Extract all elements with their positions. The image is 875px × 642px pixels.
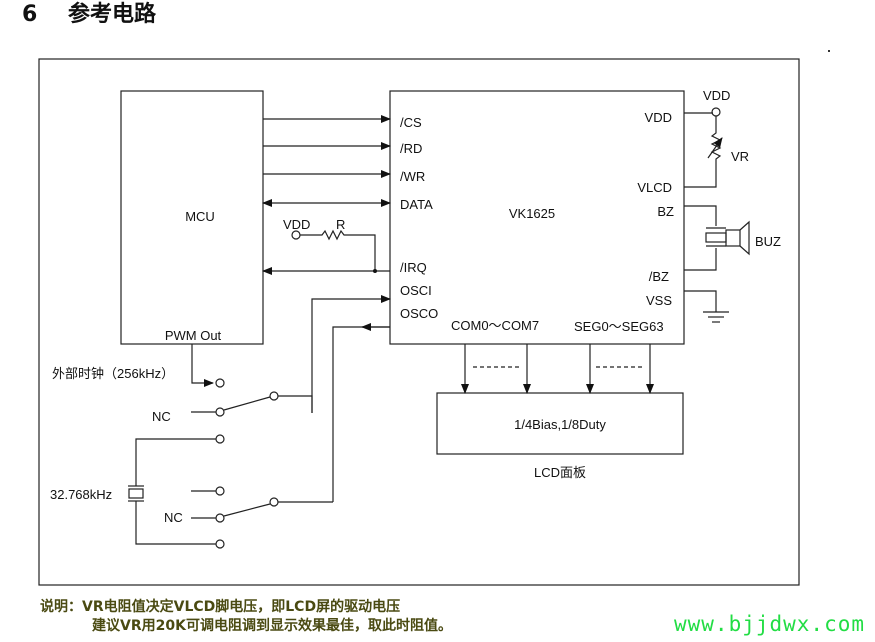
speaker-cone bbox=[739, 220, 750, 256]
note-line-1: 说明：VR电阻值决定VLCD脚电压，即LCD屏的驱动电压 bbox=[40, 599, 401, 615]
pin-wr: /WR bbox=[400, 169, 425, 184]
diagram-frame bbox=[38, 58, 800, 586]
junction-dot bbox=[373, 269, 377, 273]
pin-osci: OSCI bbox=[400, 283, 432, 298]
wire-osco bbox=[332, 326, 390, 502]
switch2-common bbox=[269, 497, 279, 507]
pin-vss: VSS bbox=[646, 293, 672, 308]
wire-vss bbox=[684, 290, 717, 312]
lcd-spec: 1/4Bias,1/8Duty bbox=[514, 417, 606, 432]
pin-rd: /RD bbox=[400, 141, 422, 156]
vdd-terminal bbox=[291, 230, 301, 240]
pin-bz: BZ bbox=[657, 204, 674, 219]
wire-nbz bbox=[684, 248, 717, 271]
vdd-terminal-right bbox=[711, 107, 721, 117]
crystal-terminal-top bbox=[215, 434, 225, 444]
switch2-terminal-a bbox=[215, 486, 225, 496]
pin-irq: /IRQ bbox=[400, 260, 427, 275]
buzzer-label: BUZ bbox=[755, 234, 781, 249]
section-heading: 6 参考电路 bbox=[22, 0, 156, 28]
resistor-label: R bbox=[336, 217, 345, 232]
pin-seg: SEG0～SEG63 bbox=[574, 319, 664, 334]
crystal-label: 32.768kHz bbox=[50, 487, 112, 502]
pwm-out-label: PWM Out bbox=[165, 328, 222, 343]
wire-bz bbox=[684, 205, 717, 226]
section-number: 6 bbox=[22, 2, 38, 27]
pin-com: COM0～COM7 bbox=[451, 318, 539, 333]
pin-vdd: VDD bbox=[645, 110, 672, 125]
mcu-label: MCU bbox=[185, 209, 215, 224]
vr-adjust-arrow bbox=[707, 137, 723, 159]
switch1-out bbox=[278, 395, 313, 413]
speaker-box bbox=[725, 229, 741, 247]
switch2-terminal-nc bbox=[215, 513, 225, 523]
stray-dot bbox=[828, 50, 830, 52]
nc-label-1: NC bbox=[152, 409, 171, 424]
section-title: 参考电路 bbox=[68, 2, 157, 27]
switch1-common bbox=[269, 391, 279, 401]
pin-nbz: /BZ bbox=[649, 269, 669, 284]
crystal-wire-bottom bbox=[135, 501, 216, 545]
crystal-body bbox=[128, 488, 144, 499]
note-block: 说明：VR电阻值决定VLCD脚电压，即LCD屏的驱动电压 建议VR用20K可调电… bbox=[40, 598, 452, 636]
switch1-terminal-nc bbox=[215, 407, 225, 417]
ic-block bbox=[389, 90, 685, 345]
switch2-lever bbox=[223, 503, 271, 517]
lcd-block bbox=[436, 392, 684, 455]
pullup-vdd-label: VDD bbox=[283, 217, 310, 232]
watermark-url: www.bjjdwx.com bbox=[674, 612, 866, 636]
pin-cs: /CS bbox=[400, 115, 422, 130]
wire-osci bbox=[311, 295, 391, 413]
external-clock-label: 外部时钟（256kHz） bbox=[52, 366, 174, 381]
pin-osco: OSCO bbox=[400, 306, 438, 321]
pin-vlcd: VLCD bbox=[637, 180, 672, 195]
buzzer-body bbox=[705, 232, 727, 243]
pullup-resistor bbox=[300, 229, 376, 271]
switch1-lever bbox=[223, 396, 271, 411]
vr-resistor bbox=[684, 116, 722, 188]
nc-label-2: NC bbox=[164, 510, 183, 525]
switch1-terminal-ext bbox=[215, 378, 225, 388]
crystal-wire-top bbox=[135, 438, 216, 486]
crystal-terminal-bottom bbox=[215, 539, 225, 549]
vdd-right-label: VDD bbox=[703, 88, 730, 103]
wire-pwm bbox=[191, 344, 214, 387]
note-line-2: 建议VR用20K可调电阻调到显示效果最佳，取此时阻值。 bbox=[92, 618, 452, 634]
ic-name: VK1625 bbox=[509, 206, 555, 221]
vr-label: VR bbox=[731, 149, 749, 164]
pin-data: DATA bbox=[400, 197, 433, 212]
lcd-caption: LCD面板 bbox=[534, 465, 586, 480]
